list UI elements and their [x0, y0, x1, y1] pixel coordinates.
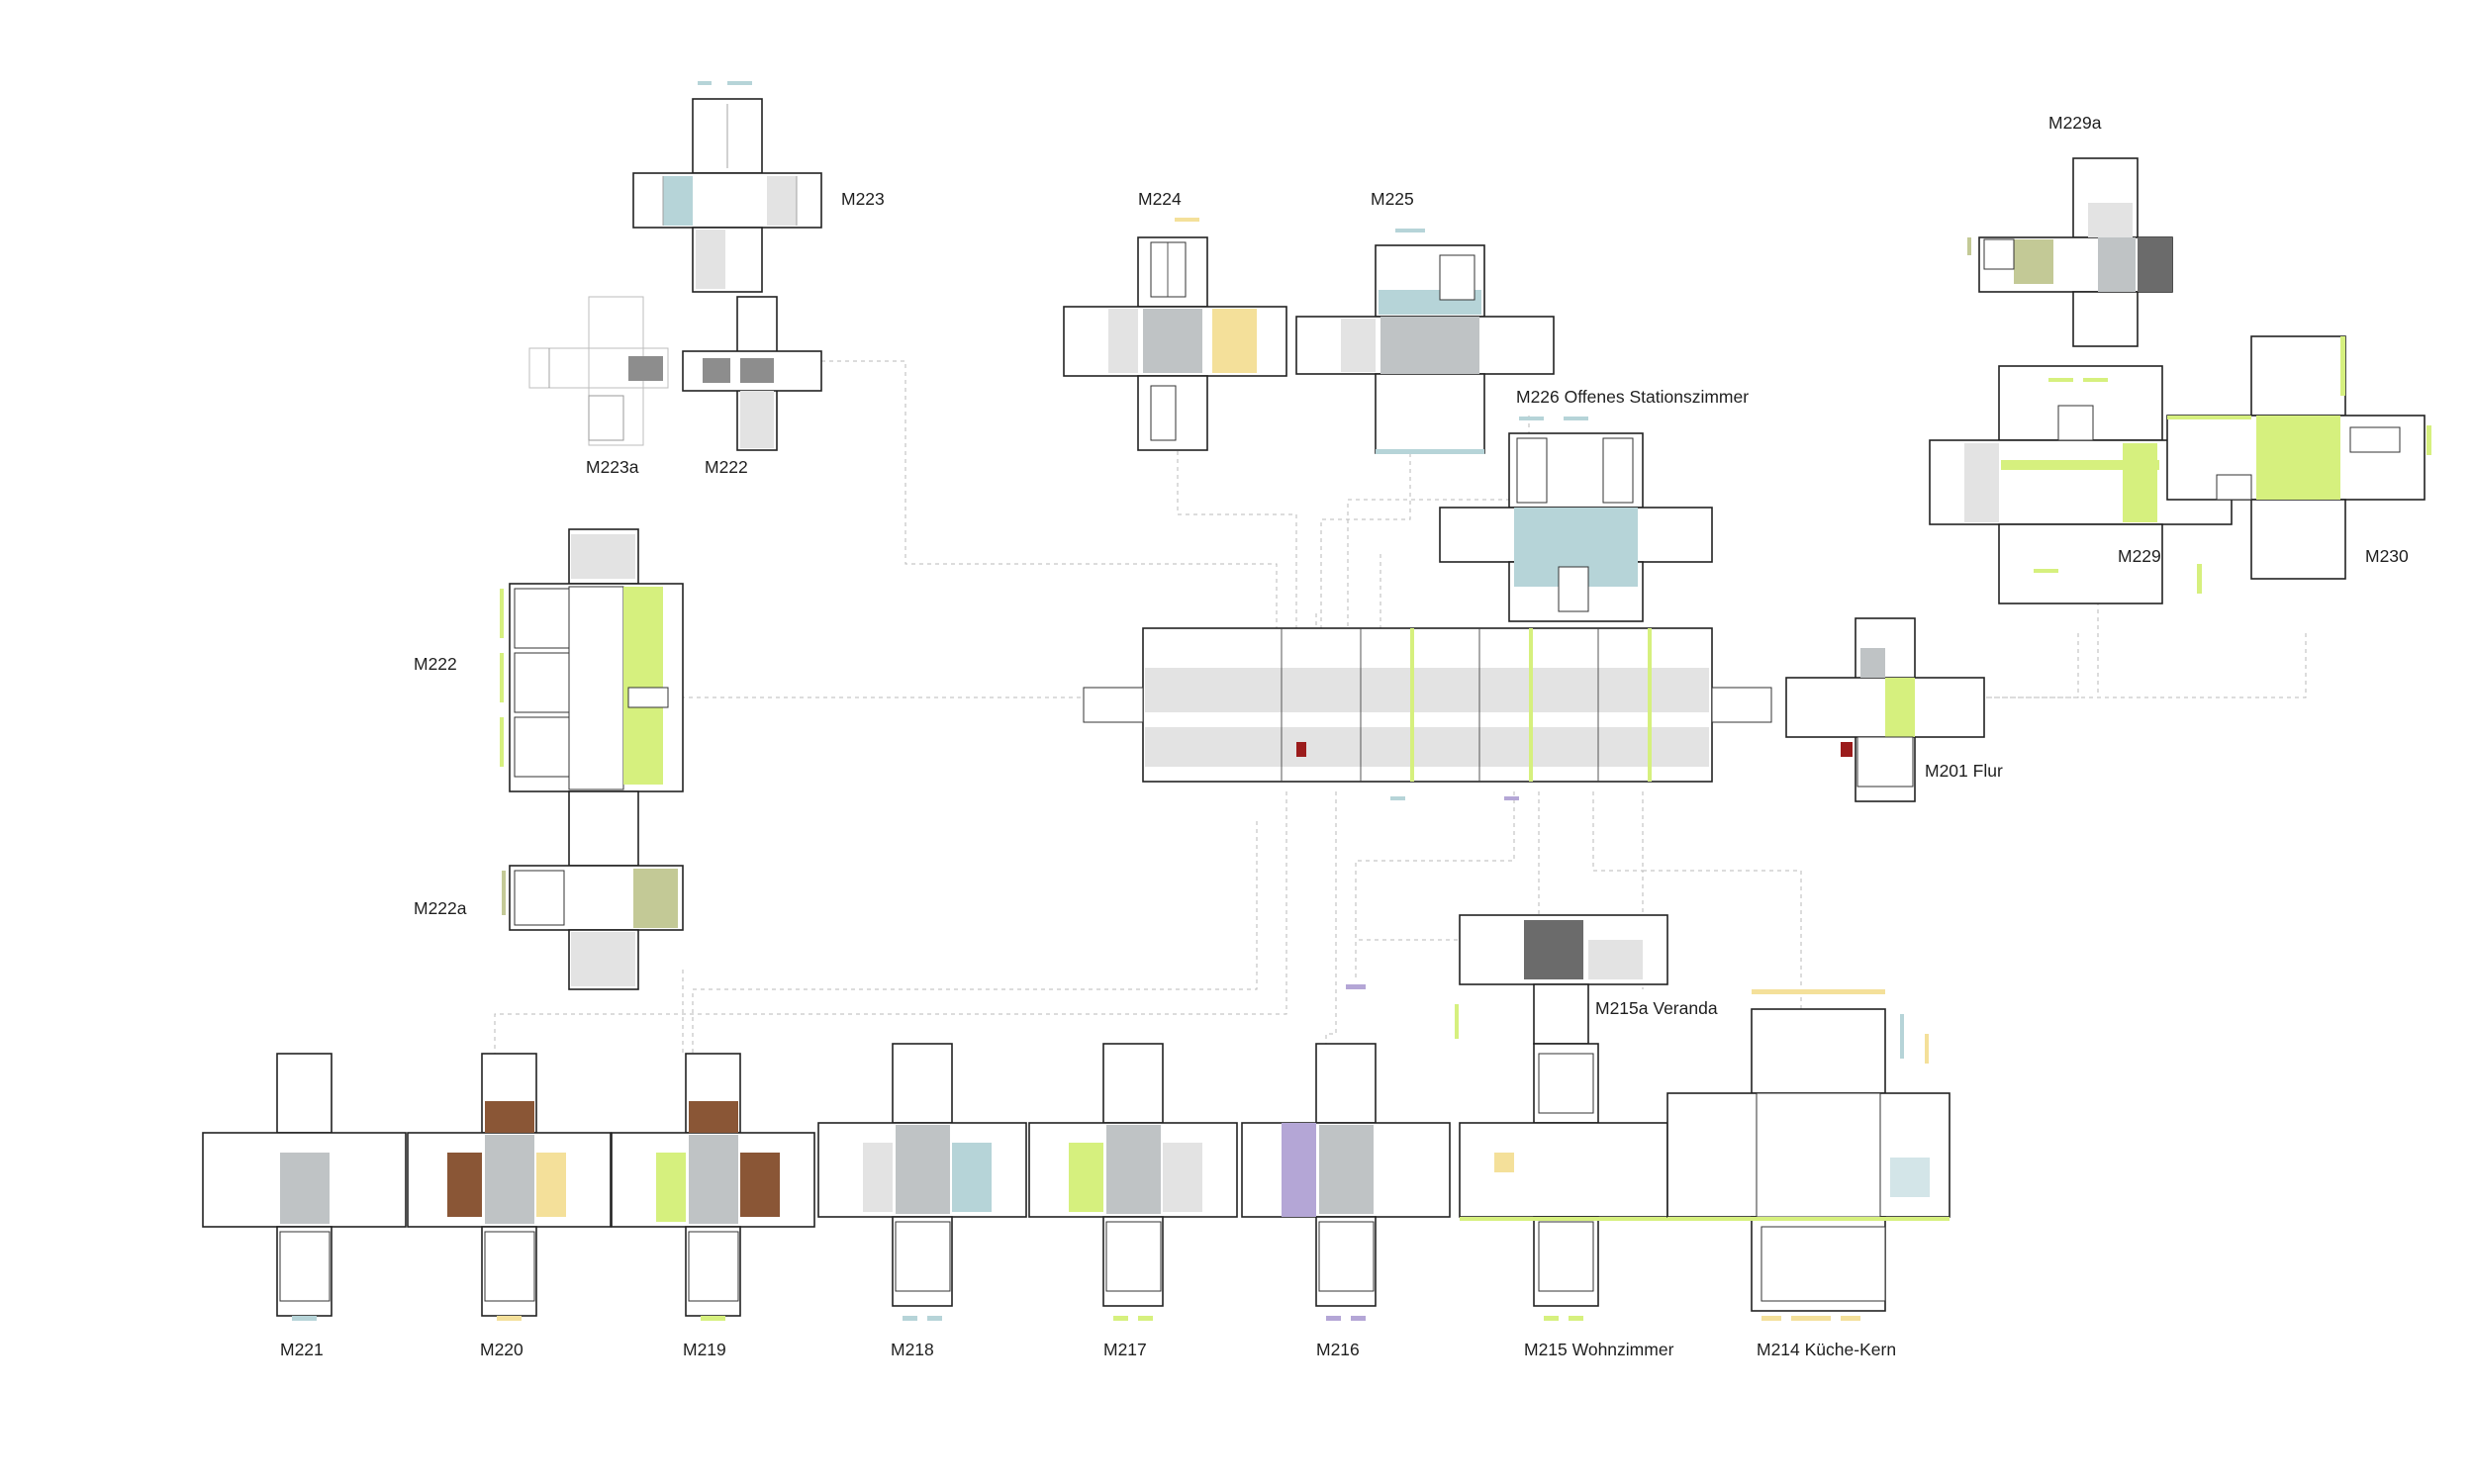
label-m224: M224 — [1138, 189, 1182, 209]
room-m223 — [632, 81, 822, 293]
label-m215a: M215a Veranda — [1595, 998, 1718, 1018]
room-m201-corridor — [1083, 627, 1772, 800]
room-m219 — [611, 1053, 815, 1321]
room-m216 — [1241, 984, 1451, 1321]
room-m221 — [202, 1053, 407, 1321]
room-m201 — [1785, 617, 1985, 802]
label-m222: M222 — [414, 654, 457, 674]
label-m219: M219 — [683, 1340, 726, 1359]
room-m226 — [1439, 417, 1713, 622]
room-m229a — [1967, 157, 2173, 347]
label-m229a: M229a — [2048, 113, 2102, 133]
room-m224 — [1063, 218, 1287, 451]
label-m218: M218 — [891, 1340, 934, 1359]
label-m223: M223 — [841, 189, 885, 209]
room-m230 — [2166, 335, 2431, 580]
room-m222-top — [682, 296, 822, 451]
label-m215: M215 Wohnzimmer — [1524, 1340, 1674, 1359]
label-m223a: M223a — [586, 457, 639, 477]
room-m220 — [407, 1053, 612, 1321]
label-m222-top: M222 — [705, 457, 748, 477]
room-m215 — [1459, 1043, 1668, 1321]
room-m222 — [500, 528, 684, 792]
label-m201: M201 Flur — [1925, 761, 2003, 781]
label-m226: M226 Offenes Stationszimmer — [1516, 387, 1749, 407]
room-m217 — [1028, 1043, 1238, 1321]
room-m222a — [502, 790, 684, 990]
room-m214 — [1666, 989, 1951, 1321]
label-m216: M216 — [1316, 1340, 1360, 1359]
label-m214: M214 Küche-Kern — [1757, 1340, 1896, 1359]
label-m217: M217 — [1103, 1340, 1147, 1359]
label-m222a: M222a — [414, 898, 467, 918]
room-m215a — [1455, 914, 1668, 1045]
room-m218 — [817, 1043, 1027, 1321]
label-m230: M230 — [2365, 546, 2409, 566]
label-m220: M220 — [480, 1340, 523, 1359]
label-m221: M221 — [280, 1340, 324, 1359]
label-m225: M225 — [1371, 189, 1414, 209]
label-m229: M229 — [2118, 546, 2161, 566]
room-m223a — [528, 296, 669, 446]
room-m225 — [1295, 229, 1555, 454]
